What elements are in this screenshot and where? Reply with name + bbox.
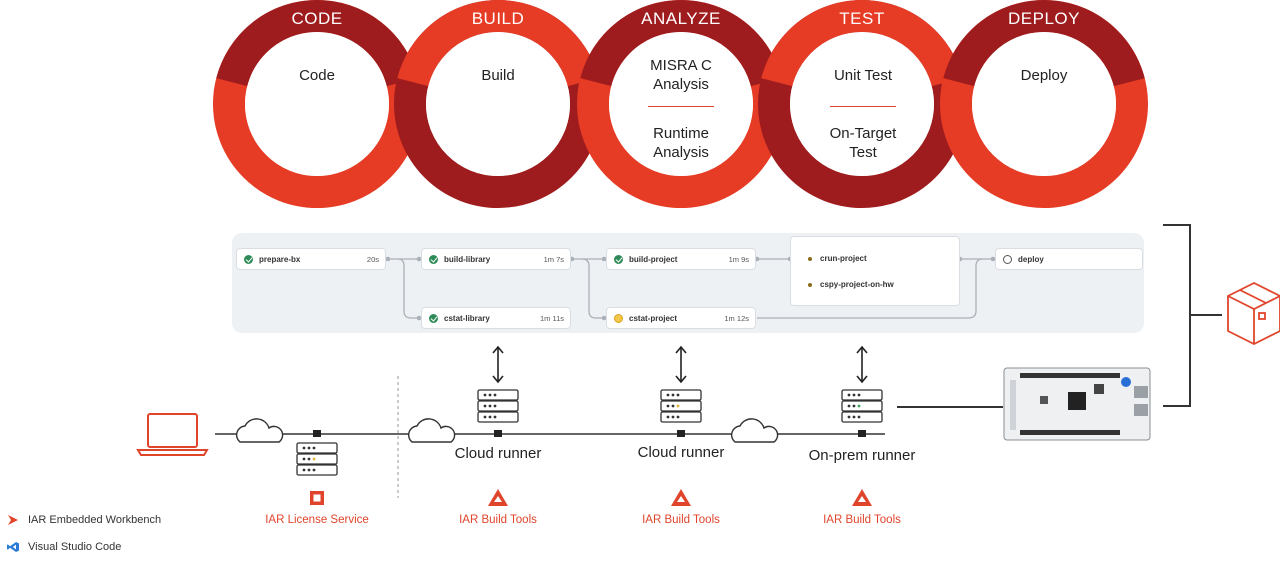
stage-analyze-runtime-line1: Runtime bbox=[653, 125, 709, 142]
cloud-icon bbox=[235, 418, 284, 443]
pending-status-icon bbox=[808, 256, 812, 261]
build-tools-label: IAR Build Tools bbox=[642, 514, 720, 526]
success-status-icon bbox=[244, 254, 253, 264]
success-status-icon bbox=[429, 313, 438, 323]
stage-test-unit-text: Unit Test bbox=[833, 67, 893, 84]
job-cspy-project-on-hw[interactable]: cspy-project-on-hw bbox=[808, 280, 894, 289]
job-name: build-library bbox=[444, 254, 491, 264]
iar-build-tools-icon bbox=[852, 489, 872, 506]
job-cstat-library[interactable]: cstat-library 1m 11s bbox=[421, 307, 571, 329]
runner-label: Cloud runner bbox=[454, 445, 542, 462]
stage-ring-center-test bbox=[790, 32, 934, 176]
build-tools-label: IAR Build Tools bbox=[459, 514, 537, 526]
stage-test-target-line2: Test bbox=[849, 144, 877, 161]
stage-ring-band-code bbox=[216, 0, 418, 87]
job-name: cspy-project-on-hw bbox=[820, 280, 894, 289]
laptop-icon bbox=[136, 413, 209, 456]
iar-chevron-icon bbox=[8, 515, 18, 525]
job-name: cstat-library bbox=[444, 313, 490, 323]
warning-status-icon bbox=[614, 313, 623, 323]
stage-ring-center-build bbox=[426, 32, 570, 176]
server-icon bbox=[841, 389, 883, 423]
stage-ring-center-analyze bbox=[609, 32, 753, 176]
created-status-icon bbox=[1003, 254, 1012, 264]
stage-test-divider bbox=[830, 106, 896, 107]
stage-test-target-line1: On-Target bbox=[829, 125, 897, 142]
stage-ring-center-code bbox=[245, 32, 389, 176]
cloud-icon bbox=[730, 418, 779, 443]
job-duration: 1m 12s bbox=[724, 313, 749, 323]
legend-label: IAR Embedded Workbench bbox=[28, 514, 162, 526]
job-build-library[interactable]: build-library 1m 7s bbox=[421, 248, 571, 270]
stage-ring-band-analyze bbox=[580, 0, 782, 87]
iar-license-icon bbox=[310, 491, 324, 505]
stage-code-text: Code bbox=[299, 67, 335, 84]
job-duration: 1m 11s bbox=[539, 313, 564, 323]
job-name: deploy bbox=[1018, 254, 1044, 264]
server-icon bbox=[477, 389, 519, 423]
stage-ring-band-test bbox=[761, 0, 963, 87]
stage-build-text: Build bbox=[481, 67, 515, 84]
success-status-icon bbox=[429, 254, 438, 264]
stage-ring-center-deploy bbox=[972, 32, 1116, 176]
job-name: crun-project bbox=[820, 254, 867, 263]
job-build-project[interactable]: build-project 1m 9s bbox=[606, 248, 756, 270]
job-duration: 1m 7s bbox=[543, 254, 564, 264]
legend-label: Visual Studio Code bbox=[28, 541, 122, 553]
stage-deploy-text: Deploy bbox=[1020, 67, 1068, 84]
stage-title-build: BUILD bbox=[471, 9, 525, 28]
job-name: build-project bbox=[629, 254, 678, 264]
stage-analyze-misra-line1: MISRA C bbox=[650, 57, 712, 74]
job-name: prepare-bx bbox=[259, 254, 301, 264]
stage-title-analyze: ANALYZE bbox=[641, 9, 721, 28]
stage-title-deploy: DEPLOY bbox=[1008, 9, 1080, 28]
job-duration: 20s bbox=[366, 254, 379, 264]
board-icon bbox=[1003, 367, 1151, 441]
iar-build-tools-icon bbox=[488, 489, 508, 506]
stage-title-code: CODE bbox=[291, 9, 343, 28]
stage-analyze-divider bbox=[648, 106, 714, 107]
stage-analyze-misra-line2: Analysis bbox=[653, 76, 709, 93]
legend-visual-studio-code: Visual Studio Code bbox=[6, 541, 121, 553]
legend-iar-embedded-workbench: IAR Embedded Workbench bbox=[6, 514, 161, 526]
job-crun-project[interactable]: crun-project bbox=[808, 254, 867, 263]
stage-ring-band-deploy bbox=[943, 0, 1145, 87]
server-icon bbox=[660, 389, 702, 423]
license-service-label: IAR License Service bbox=[265, 514, 369, 526]
stage-ring-band-build bbox=[397, 0, 599, 87]
devops-stage-rings bbox=[213, 0, 1148, 208]
server-icon bbox=[296, 442, 338, 476]
vscode-icon bbox=[7, 542, 19, 552]
success-status-icon bbox=[614, 254, 623, 264]
stage-title-test: TEST bbox=[839, 9, 885, 28]
job-duration: 1m 9s bbox=[728, 254, 749, 264]
stage-analyze-runtime-line2: Analysis bbox=[653, 144, 709, 161]
job-cstat-project[interactable]: cstat-project 1m 12s bbox=[606, 307, 756, 329]
runner-label: On-prem runner bbox=[808, 447, 916, 464]
job-name: cstat-project bbox=[629, 313, 678, 323]
runner-label: Cloud runner bbox=[637, 444, 725, 461]
pending-status-icon bbox=[808, 282, 812, 287]
cloud-icon bbox=[407, 418, 456, 443]
job-prepare-bx[interactable]: prepare-bx 20s bbox=[236, 248, 386, 270]
test-job-group bbox=[790, 236, 960, 306]
job-deploy[interactable]: deploy bbox=[995, 248, 1143, 270]
package-icon bbox=[1227, 281, 1280, 346]
build-tools-label: IAR Build Tools bbox=[823, 514, 901, 526]
iar-build-tools-icon bbox=[671, 489, 691, 506]
